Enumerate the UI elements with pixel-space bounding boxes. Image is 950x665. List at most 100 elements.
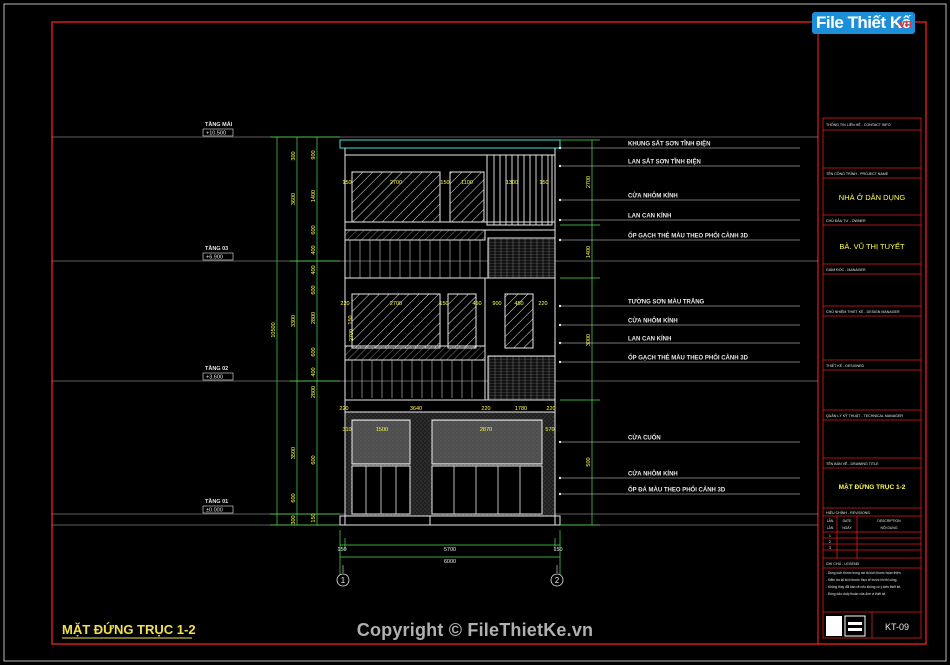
callout: TƯỜNG SƠN MÀU TRẮNG: [558, 298, 800, 308]
level-marker: TẦNG MÁI+10.500: [202, 121, 234, 137]
dimension-value: 220: [339, 406, 348, 412]
axis-circle: [550, 573, 564, 587]
callout-text: LAN CAN KÍNH: [628, 335, 671, 343]
axis-label: 1: [341, 576, 346, 585]
dimension-value: 6000: [444, 559, 456, 565]
callout-text: CỬA NHÔM KÍNH: [628, 317, 678, 325]
tb-rev-sub: NỘI DUNG: [881, 525, 898, 530]
tb-label: HIỆU CHỈNH - REVISIONS: [826, 510, 870, 515]
level-marker: TẦNG 01 ±0.000: [202, 498, 234, 514]
level-value: ±0.000: [206, 508, 223, 514]
level-value-box: [202, 252, 234, 261]
callout: ỐP GẠCH THẺ MÀU THEO PHỐI CẢNH 3D: [558, 355, 800, 364]
dimension-value: 2800: [311, 312, 317, 324]
level-name: TẦNG MÁI: [205, 121, 233, 128]
tb-note: - Đóng dấu chấp thuận của đơn vị thiết k…: [826, 592, 886, 596]
dimension-value: 3300: [291, 315, 297, 327]
level-value: +3.600: [206, 375, 223, 381]
callout: CỬA NHÔM KÍNH: [558, 192, 800, 202]
callout-text: ỐP ĐÁ MÀU THEO PHỐI CẢNH 3D: [628, 487, 726, 494]
tb-label: GIÁM ĐỐC - MANAGER: [826, 267, 866, 272]
callout: CỬA CUỐN: [558, 435, 800, 444]
dimension-value: 2700: [390, 180, 402, 186]
tb-owner-name: BÀ. VŨ THỊ TUYẾT: [839, 241, 905, 251]
callout: KHUNG SẮT SƠN TĨNH ĐIỆN: [558, 140, 800, 150]
dimension-value: 600: [311, 225, 317, 234]
title-block-logo-mark: [826, 615, 866, 637]
dimension-value: 2870: [480, 427, 492, 433]
dimension-value: 450: [514, 301, 523, 307]
dimension-value: 150: [439, 301, 448, 307]
tb-note: - Không thay đổi bản vẽ nếu không có ý k…: [826, 585, 901, 589]
dimension-value: 3000: [586, 334, 592, 346]
dimension-value: 2700: [586, 176, 592, 188]
dimension-value: 3600: [291, 193, 297, 205]
dimension-value: 400: [311, 245, 317, 254]
tb-note: - Kiểm tra lại kích thước thực tế trước …: [826, 578, 897, 582]
tb-rev-sub: LẦN: [827, 526, 834, 530]
dimension-value: 1500: [376, 427, 388, 433]
left-dimensions: [270, 136, 340, 526]
dimension-value: 220: [481, 406, 490, 412]
watermark-text: Copyright © FileThietKe.vn: [356, 620, 594, 640]
tb-note: - Dùng kích thước trong mô tả kích thước…: [826, 571, 902, 575]
dimension-value: 310: [342, 427, 351, 433]
dimension-value: 900: [492, 301, 501, 307]
logo-brand: File Thiết Kế: [812, 12, 915, 34]
dimension-value: 600: [311, 455, 317, 464]
building-elevation: [339, 139, 561, 526]
dimension-value: 500: [586, 457, 592, 466]
tb-rev-row: 2: [829, 540, 831, 544]
callout-text: KHUNG SẮT SƠN TĨNH ĐIỆN: [628, 140, 710, 148]
dimension-value: 150: [311, 513, 317, 522]
dimension-value: 220: [538, 301, 547, 307]
tb-label: GHI CHÚ - LEGEND: [826, 561, 860, 566]
dimension-value: 150: [440, 180, 449, 186]
site-logo: File Thiết Kế .vn: [812, 12, 932, 42]
tb-label: QUẢN LÝ KỸ THUẬT - TECHNICAL MANAGER: [826, 413, 903, 418]
tb-sheet-no: KT-09: [885, 622, 909, 632]
callout: ỐP GẠCH THẺ MÀU THEO PHỐI CẢNH 3D: [558, 233, 800, 242]
level-marker: TẦNG 02+3.600: [202, 365, 234, 381]
callout-text: LAN CAN KÍNH: [628, 212, 671, 220]
callout: ỐP ĐÁ MÀU THEO PHỐI CẢNH 3D: [558, 487, 800, 496]
tb-project-name: NHÀ Ở DÂN DỤNG: [839, 193, 906, 202]
level-name: TẦNG 01: [205, 498, 228, 505]
dimension-value: 150: [539, 180, 548, 186]
dimension-value: 1780: [515, 406, 527, 412]
tb-rev-header: DESCRIPTION: [877, 519, 901, 523]
dimension-value: 1300: [506, 180, 518, 186]
dimension-value: 3640: [410, 406, 422, 412]
tb-label: CHỦ ĐẦU TƯ - OWNER: [826, 218, 866, 223]
dimension-value: 450: [472, 301, 481, 307]
dimension-value: 10500: [271, 322, 277, 337]
axis-bubble-2: 2: [550, 565, 564, 587]
tb-rev-sub: NGÀY: [842, 526, 852, 530]
callout: CỬA NHÔM KÍNH: [558, 317, 800, 327]
dimension-value: 150: [337, 547, 346, 553]
callout-text: ỐP GẠCH THẺ MÀU THEO PHỐI CẢNH 3D: [628, 233, 749, 240]
level-marker: TẦNG 03+6.900: [202, 245, 234, 261]
callout: LAN SẮT SƠN TĨNH ĐIỆN: [558, 158, 800, 168]
callout-text: TƯỜNG SƠN MÀU TRẮNG: [628, 298, 705, 306]
drawing-title-text: MẶT ĐỨNG TRỤC 1-2: [62, 622, 196, 637]
dimension-value: 150: [348, 315, 354, 324]
dimension-value: 1100: [461, 180, 473, 186]
tb-label: TÊN CÔNG TRÌNH - PROJECT NAME: [826, 171, 889, 176]
callout: LAN CAN KÍNH: [558, 335, 800, 345]
dimension-value: 5700: [444, 547, 456, 553]
dimension-value: 220: [340, 301, 349, 307]
tb-rev-row: 3: [829, 546, 831, 550]
level-value-box: [202, 128, 234, 137]
bottom-dimensions: [339, 530, 561, 575]
level-value-box: [202, 372, 234, 381]
dimension-value: 1400: [586, 246, 592, 258]
dimension-value: 600: [311, 285, 317, 294]
dimension-value: 570: [545, 427, 554, 433]
callout-text: LAN SẮT SƠN TĨNH ĐIỆN: [628, 158, 701, 166]
